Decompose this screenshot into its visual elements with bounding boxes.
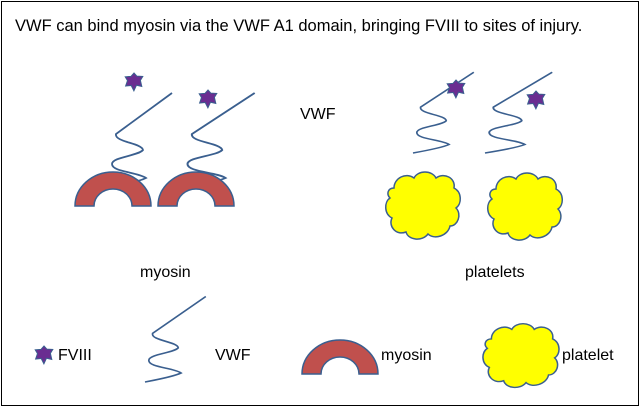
- platelet-shape: [486, 172, 564, 241]
- vwf-strand: [484, 71, 554, 154]
- fviii-star: [526, 90, 546, 110]
- fviii-star: [446, 79, 466, 99]
- platelet-shape: [384, 171, 462, 240]
- legend-fviii-label: FVIII: [58, 347, 92, 364]
- legend-fviii-icon: [34, 345, 54, 365]
- fviii-star: [124, 72, 144, 92]
- myosin-shape: [74, 171, 152, 207]
- legend-myosin-label: myosin: [381, 347, 432, 364]
- myosin-label: myosin: [140, 264, 191, 281]
- legend-vwf-icon: [144, 295, 207, 383]
- vwf-label: VWF: [300, 106, 336, 123]
- legend-platelet-label: platelet: [562, 347, 614, 364]
- legend-vwf-label: VWF: [215, 347, 251, 364]
- figure-title: VWF can bind myosin via the VWF A1 domai…: [15, 17, 583, 35]
- fviii-star: [198, 89, 218, 109]
- platelets-label: platelets: [465, 264, 525, 281]
- legend-myosin-icon: [301, 339, 379, 375]
- legend-platelet-icon: [482, 322, 560, 389]
